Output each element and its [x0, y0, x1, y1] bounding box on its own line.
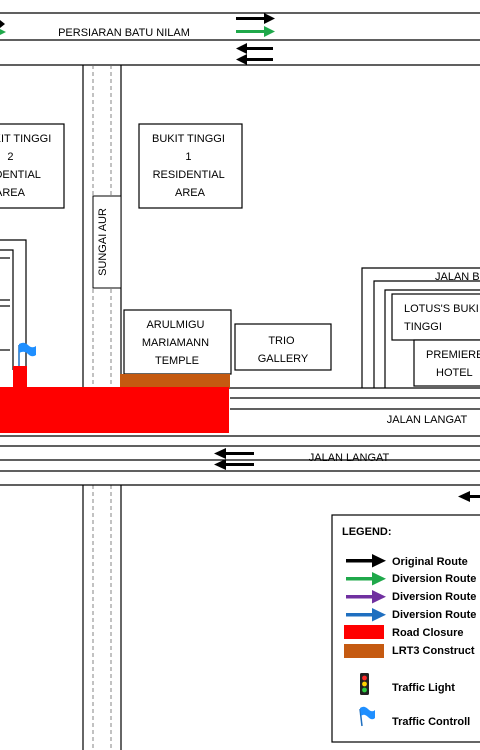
legend-label: Traffic Light	[392, 682, 455, 694]
arrow-right-icon	[0, 29, 6, 35]
legend-label: Diversion Route	[392, 573, 476, 585]
legend-label: Diversion Route	[392, 591, 476, 603]
swatch-icon	[344, 625, 384, 639]
bukit-tinggi-1-area	[138, 123, 243, 209]
jalan-b-label: JALAN B	[435, 271, 480, 283]
legend-label: Traffic Controll	[392, 716, 470, 728]
persiaran-batu-nilam-road	[0, 12, 480, 66]
arrow-right-icon	[236, 26, 275, 37]
arrow-right-icon	[236, 13, 275, 24]
arrow-left-icon	[458, 491, 480, 502]
lrt3-construction-zone	[120, 374, 230, 388]
river-label-box	[92, 195, 122, 289]
left-side-road	[0, 239, 27, 370]
lotus-label: LOTUS'S BUKI TINGGI	[404, 303, 480, 333]
jalan-b-road	[361, 267, 480, 388]
legend-label: Original Route	[392, 556, 468, 568]
premiere-hotel-label: PREMIERE HOTEL	[426, 349, 480, 379]
road-closure-zone	[0, 387, 229, 433]
arrow-left-icon	[214, 459, 254, 470]
jalan-langat-road	[0, 387, 480, 486]
legend: LEGEND: Original Route Diversion Route D…	[331, 514, 480, 743]
trio-gallery-label: TRIO GALLERY	[258, 335, 309, 365]
top-road-arrows	[0, 13, 275, 65]
flag-icon	[359, 706, 375, 727]
road-closure-stub	[13, 366, 27, 388]
temple-building	[123, 309, 232, 375]
premiere-hotel-building	[413, 339, 480, 387]
jalan-langat-upper-label: JALAN LANGAT	[387, 414, 468, 426]
arrow-right-icon	[346, 572, 386, 586]
trio-gallery-building	[234, 323, 332, 371]
traffic-light-icon	[360, 673, 369, 695]
flag-icon	[18, 342, 36, 366]
arrow-right-icon	[346, 554, 386, 568]
jalan-langat-lower-label: JALAN LANGAT	[309, 452, 390, 464]
swatch-icon	[344, 644, 384, 658]
bukit-tinggi-2-label: KIT TINGGI 2 DENTIAL AREA	[0, 133, 54, 199]
bukit-tinggi-2-area	[0, 123, 65, 209]
arrow-right-icon	[346, 590, 386, 604]
legend-label: LRT3 Construct	[392, 645, 475, 657]
arrow-right-icon	[0, 20, 5, 28]
legend-label: Diversion Route	[392, 609, 476, 621]
sungai-aur-label: SUNGAI AUR	[97, 208, 109, 276]
arrow-right-icon	[346, 608, 386, 622]
jalan-langat-arrows	[214, 448, 480, 502]
arrow-left-icon	[214, 448, 254, 459]
arrow-left-icon	[236, 54, 273, 65]
legend-label: Road Closure	[392, 627, 464, 639]
temple-label: ARULMIGU MARIAMANN TEMPLE	[142, 319, 212, 367]
arrow-left-icon	[236, 43, 273, 54]
legend-title: LEGEND:	[342, 526, 392, 538]
bukit-tinggi-1-label: BUKIT TINGGI 1 RESIDENTIAL AREA	[152, 133, 228, 199]
persiaran-batu-nilam-label: PERSIARAN BATU NILAM	[58, 27, 190, 39]
lotus-building	[391, 293, 480, 341]
